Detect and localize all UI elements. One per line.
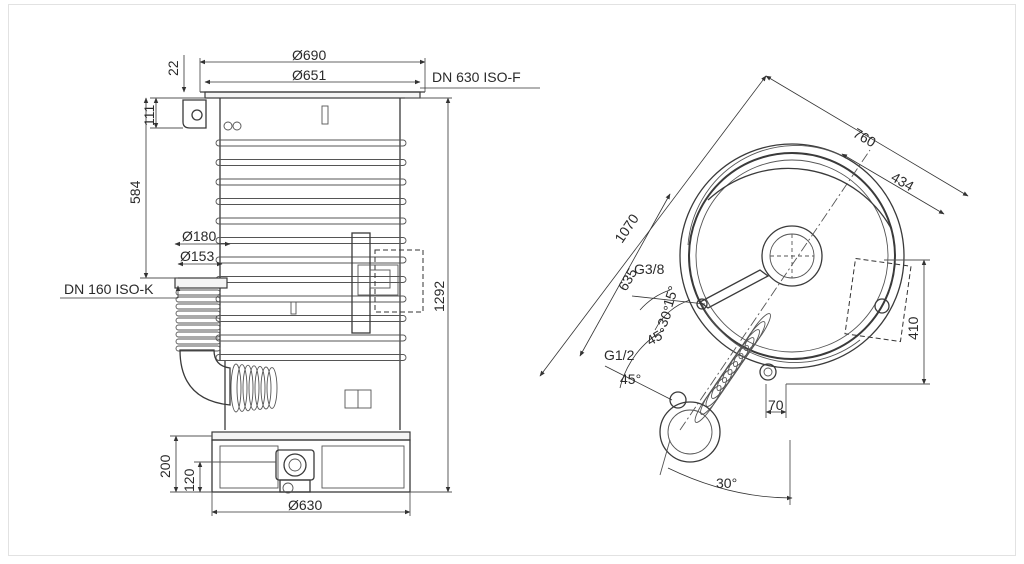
base-housing	[211, 431, 411, 441]
dim-side-offset: 410	[905, 316, 921, 340]
bellow-ring	[266, 367, 278, 409]
heater-box-top	[844, 257, 912, 343]
outlet-bellows	[230, 363, 278, 413]
cooling-coils	[215, 139, 407, 361]
clamp-lug	[182, 99, 207, 129]
bellow-ring	[175, 338, 221, 345]
bellow-ring	[175, 317, 221, 324]
dim-base-width: Ø630	[288, 497, 322, 513]
label-top-flange: DN 630 ISO-F	[432, 69, 521, 85]
side-view: Ø690 Ø651 DN 630 ISO-F 22 111 584 Ø180 Ø…	[60, 47, 540, 516]
bellow-ring	[236, 364, 248, 412]
coil-turn	[215, 139, 407, 147]
dim-flange-outer: Ø690	[292, 47, 326, 63]
inlet-flange	[174, 277, 228, 289]
dim-top-offset: 111	[141, 105, 157, 126]
label-port-b: G1/2	[604, 347, 635, 363]
top-view: 1070 760 434 635 410 70 G3/8 G1/2 15° 30…	[539, 75, 969, 505]
top-flange	[204, 91, 421, 99]
dim-inlet-outer: Ø180	[182, 228, 216, 244]
bellow-ring	[175, 303, 221, 310]
dim-center-offset: 434	[889, 169, 917, 195]
dim-inlet-height: 584	[127, 180, 143, 204]
label-inlet-flange: DN 160 ISO-K	[64, 281, 154, 297]
dim-flange-thickness: 22	[165, 60, 181, 76]
inlet-bellows	[175, 289, 221, 352]
dim-total-height: 1292	[431, 281, 447, 312]
bellow-ring	[716, 353, 744, 391]
bellow-ring	[175, 296, 221, 303]
pump-body	[219, 98, 401, 430]
bellow-ring	[242, 364, 254, 412]
bellow-ring	[248, 365, 260, 411]
dim-overall: 1070	[611, 211, 642, 246]
dim-inlet-inner: Ø153	[180, 248, 214, 264]
bellow-ring	[711, 361, 738, 399]
coil-turn	[215, 178, 407, 186]
angle-30-bottom: 30°	[716, 475, 737, 491]
coil-turn	[215, 276, 407, 283]
bellow-ring	[175, 289, 221, 296]
bellow-ring	[175, 310, 221, 317]
coil-turn	[215, 256, 407, 264]
bellow-ring	[254, 365, 266, 411]
angle-15: 15°	[660, 284, 682, 309]
coil-turn	[215, 334, 407, 342]
bellow-ring	[230, 363, 242, 413]
coil-turn	[215, 159, 407, 166]
angle-30: 30°	[654, 303, 677, 329]
dim-flange-inner: Ø651	[292, 67, 326, 83]
heater-box	[374, 249, 424, 313]
coil-turn	[215, 237, 407, 244]
bellow-ring	[260, 366, 272, 410]
coil-turn	[215, 354, 407, 361]
bellow-ring	[175, 324, 221, 331]
inlet-ring	[659, 401, 721, 463]
dim-port-height: 120	[181, 468, 197, 492]
dim-port-width: 70	[768, 397, 784, 413]
coil-turn	[215, 217, 407, 225]
label-port-a: G3/8	[634, 261, 665, 277]
bellow-ring	[175, 331, 221, 338]
bellow-ring	[175, 345, 221, 352]
angle-45-lower: 45°	[620, 371, 641, 387]
dim-base-height: 200	[157, 454, 173, 478]
coil-turn	[215, 315, 407, 322]
coil-turn	[215, 198, 407, 205]
inlet-elbow	[179, 349, 231, 406]
bellow-ring	[744, 313, 771, 351]
coil-turn	[215, 295, 407, 303]
